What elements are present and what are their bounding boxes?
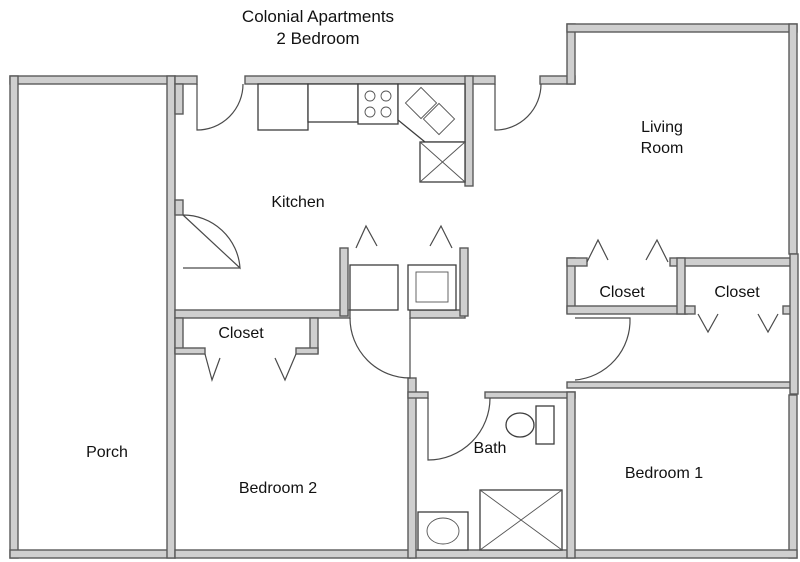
toilet-tank [535, 405, 555, 445]
bedroom1-label: Bedroom 1 [625, 465, 703, 482]
closet-doors [204, 224, 779, 382]
stove [357, 83, 399, 125]
toilet-bowl [505, 412, 535, 438]
bath-fixtures [417, 405, 563, 551]
closet-bedroom2-label: Closet [218, 325, 264, 342]
plan-title-line1: Colonial Apartments [242, 7, 394, 26]
kitchen-fixtures [257, 83, 466, 311]
living-room-label-line1: Living [641, 119, 683, 136]
living-room-label-line2: Room [641, 140, 684, 157]
porch-walls [9, 75, 176, 559]
bedroom2-label: Bedroom 2 [239, 480, 317, 497]
bath-label: Bath [474, 440, 507, 457]
closet-living-label: Closet [714, 284, 760, 301]
porch-label: Porch [86, 444, 128, 461]
washer [349, 264, 399, 311]
kitchen-label: Kitchen [271, 194, 324, 211]
counter [307, 83, 359, 123]
doors [182, 83, 631, 461]
plan-title-line2: 2 Bedroom [276, 29, 359, 48]
closet-kitchen-label: Closet [599, 284, 645, 301]
refrigerator [257, 83, 309, 131]
sink-counter [397, 83, 466, 143]
